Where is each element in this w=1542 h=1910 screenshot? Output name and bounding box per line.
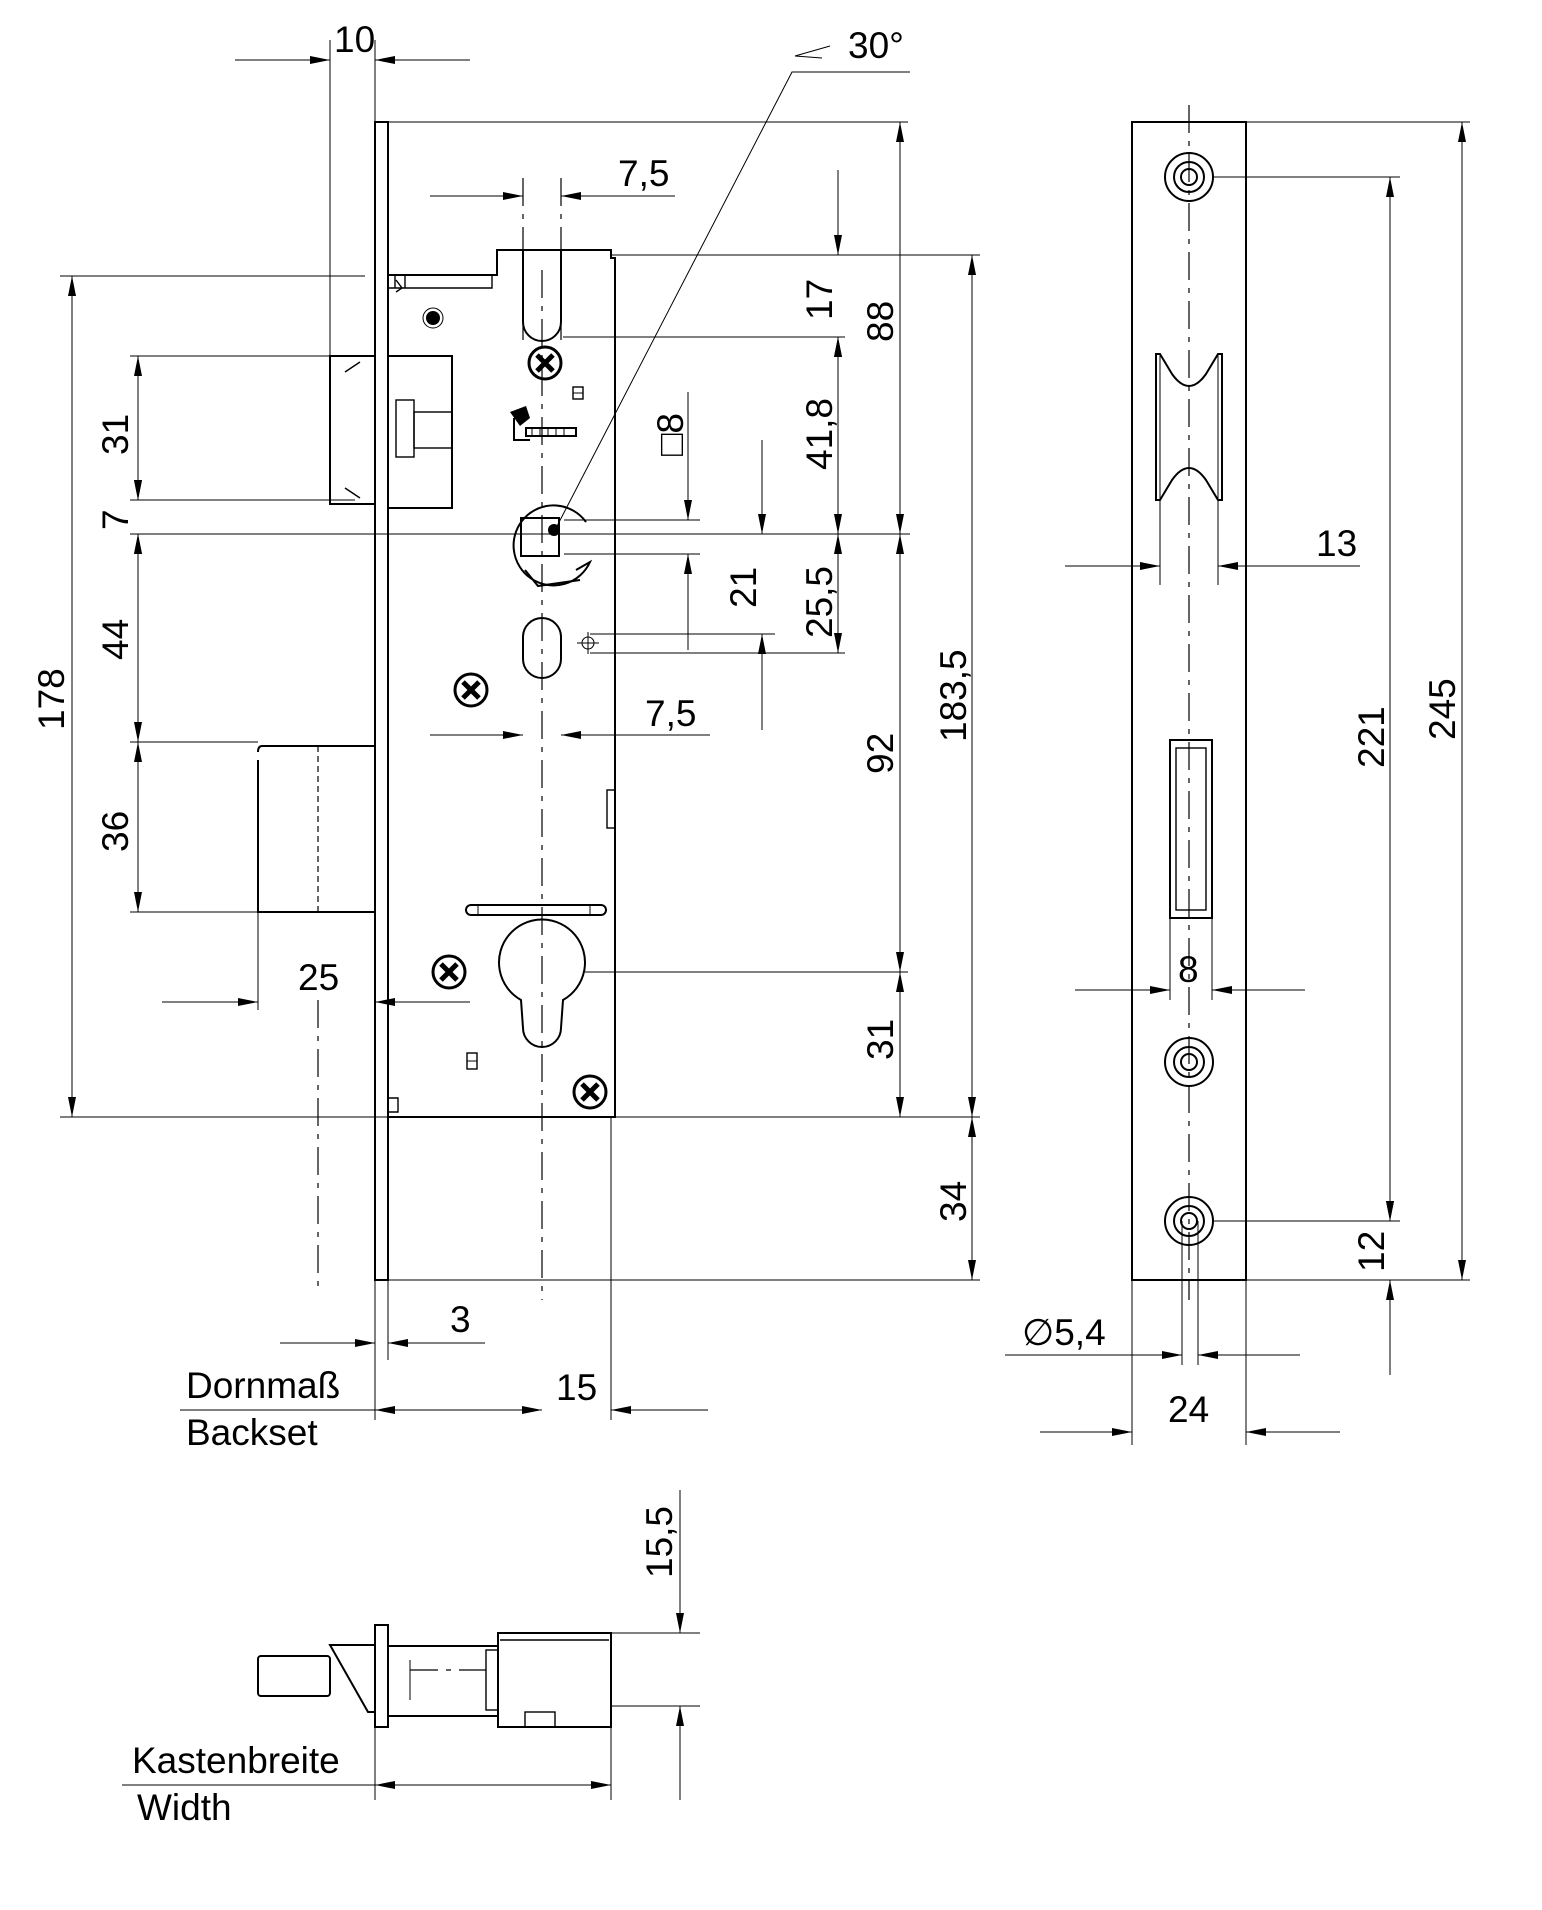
screw-icon: [433, 956, 465, 988]
rivet-icon: [466, 1052, 478, 1070]
dim-7-left: 7: [95, 509, 136, 530]
dim-92: 92: [860, 733, 901, 774]
rivet-icon: [572, 386, 584, 400]
dim-square-8: □8: [650, 413, 691, 456]
follower-hub: [512, 504, 593, 588]
dim-7-5-top: 7,5: [618, 153, 669, 194]
dim-diameter-5-4: ∅5,4: [1022, 1312, 1106, 1353]
label-dornmass: Dornmaß: [186, 1365, 340, 1406]
dim-31-left: 31: [95, 414, 136, 455]
dim-12: 12: [1351, 1231, 1392, 1272]
dim-245: 245: [1422, 678, 1463, 740]
side-view-faceplate: [1131, 105, 1247, 1300]
dim-17: 17: [799, 279, 840, 320]
dim-183-5: 183,5: [933, 649, 974, 742]
screw-icon: [455, 674, 487, 706]
dim-7-5-mid: 7,5: [645, 693, 696, 734]
top-view: [257, 1624, 612, 1728]
lock-case: [388, 249, 616, 1118]
aux-slot: [522, 617, 599, 679]
front-view: [257, 121, 616, 1300]
dim-8-plate: 8: [1178, 949, 1199, 990]
screw-icon: [529, 347, 561, 379]
dim-34: 34: [933, 1181, 974, 1222]
label-width: Width: [137, 1787, 232, 1828]
dim-10: 10: [334, 19, 375, 60]
slide-bar: [465, 789, 616, 916]
dim-36: 36: [95, 811, 136, 852]
dead-bolt: [257, 745, 376, 913]
dim-15: 15: [556, 1367, 597, 1408]
dim-25-5: 25,5: [799, 566, 840, 638]
faceplate: [374, 121, 389, 1281]
dim-221: 221: [1351, 706, 1392, 768]
front-view-dimensions: 10 30° 7,5 17 88 41,8 □8 21 25,5: [31, 19, 980, 1453]
label-kastenbreite: Kastenbreite: [132, 1740, 340, 1781]
rivet-icon: [422, 307, 444, 329]
dim-15-5: 15,5: [639, 1506, 680, 1578]
dim-21: 21: [723, 567, 764, 608]
dim-30deg: 30°: [848, 25, 904, 66]
spring-lever: [510, 406, 577, 441]
dim-88: 88: [860, 301, 901, 342]
screw-icon: [574, 1076, 606, 1108]
dim-41-8: 41,8: [799, 398, 840, 470]
top-view-dimensions: 15,5 Kastenbreite Width: [122, 1490, 700, 1828]
dim-178: 178: [31, 668, 72, 730]
dim-13: 13: [1316, 523, 1357, 564]
label-backset: Backset: [186, 1412, 318, 1453]
latch-bolt: [329, 355, 453, 509]
dim-3: 3: [450, 1299, 471, 1340]
cylinder-cutout: [498, 918, 586, 1048]
dim-25: 25: [298, 957, 339, 998]
dim-44: 44: [95, 619, 136, 660]
dim-31-right: 31: [860, 1019, 901, 1060]
dim-24: 24: [1168, 1389, 1209, 1430]
side-view-dimensions: 245 221 12 13 8 ∅5,4 24: [1005, 121, 1470, 1445]
